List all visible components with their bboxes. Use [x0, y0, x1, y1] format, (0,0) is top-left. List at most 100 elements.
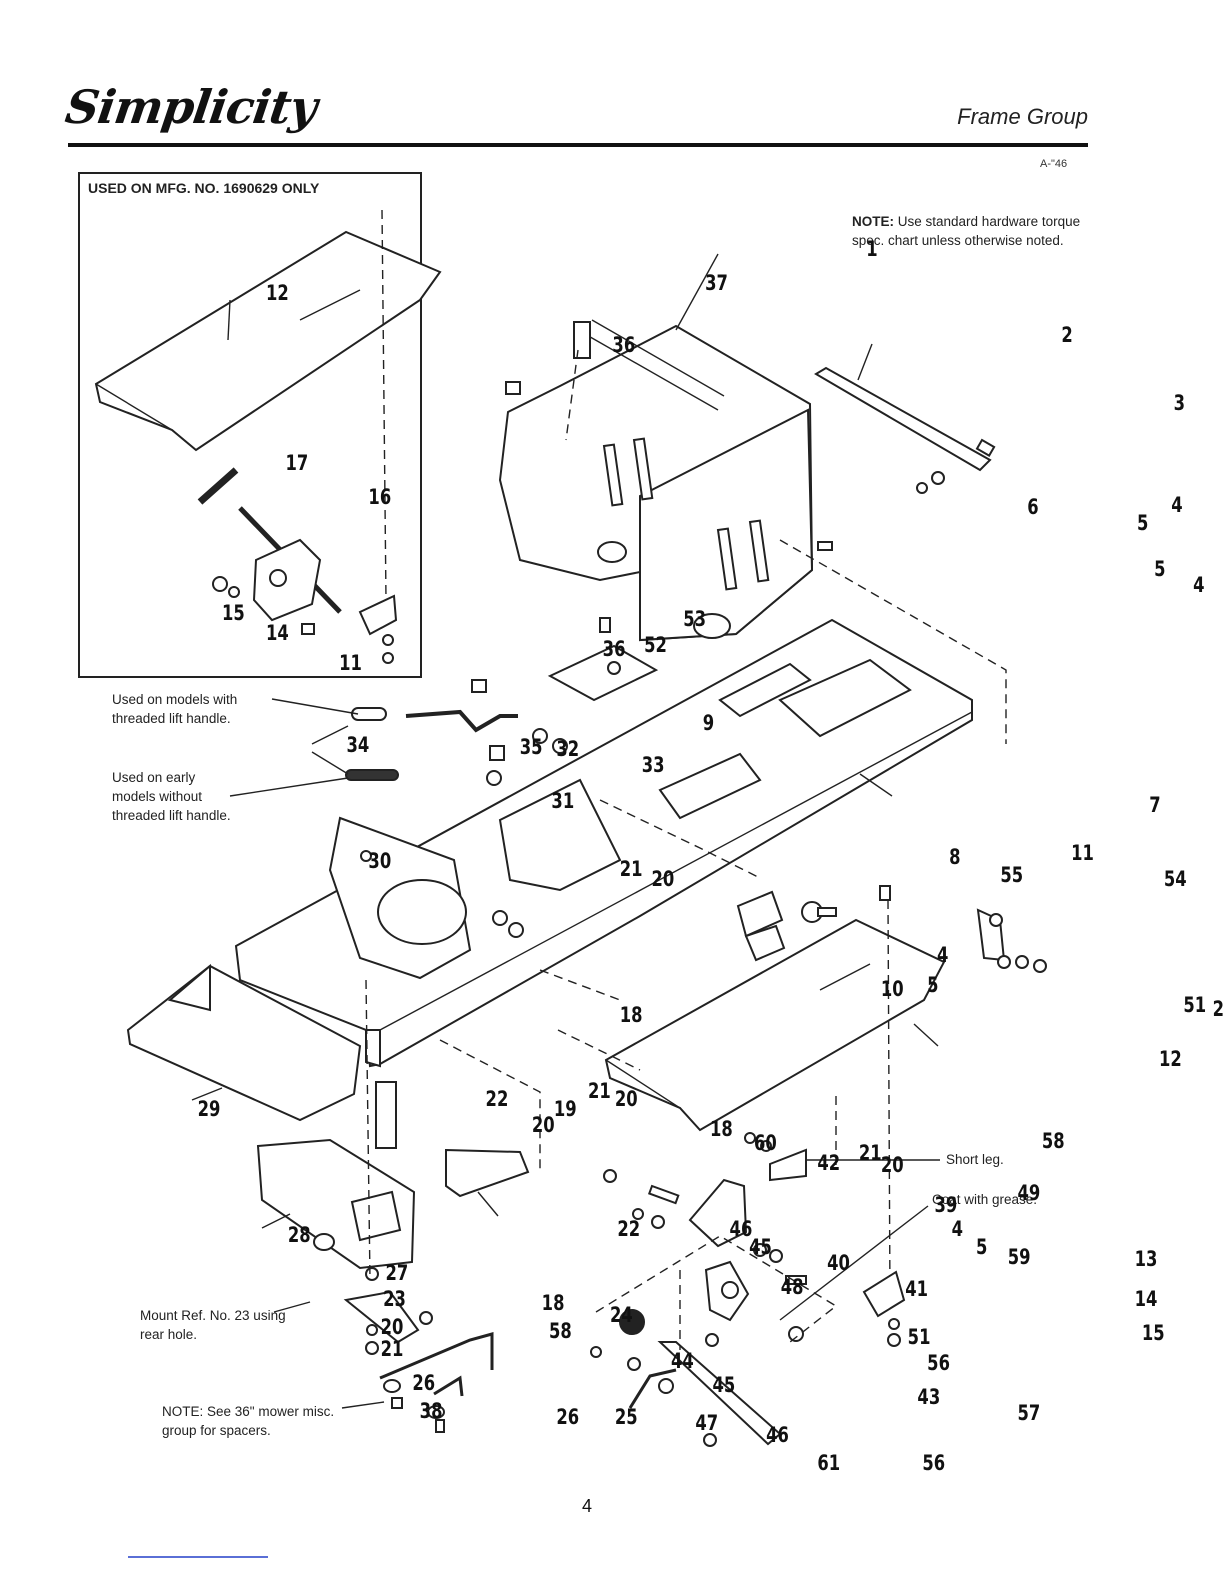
label-44: 44 — [671, 1350, 694, 1373]
torque-note-text: Use standard hardware torque spec. chart… — [852, 214, 1081, 248]
label-32: 32 — [556, 738, 579, 761]
hw-20-21-frame — [492, 910, 524, 938]
label-51: 51 — [1183, 994, 1206, 1017]
inset-box: USED ON MFG. NO. 1690629 ONLY — [78, 172, 422, 678]
coat-grease-note: Coat with grease. — [932, 1192, 1038, 1207]
page-number: 4 — [582, 1496, 593, 1516]
bracket-54 — [976, 908, 1006, 962]
dash-frame-39 — [557, 1029, 641, 1071]
inset-footrest-12 — [94, 230, 442, 452]
label-18-b: 18 — [710, 1118, 733, 1141]
dash-rear-linkage — [595, 1235, 838, 1343]
label-53: 53 — [683, 608, 706, 631]
label-60: 60 — [754, 1132, 777, 1155]
early-models-note: Used on early models without threaded li… — [112, 770, 231, 823]
label-1: 1 — [866, 238, 877, 261]
label-55: 55 — [1000, 864, 1023, 887]
label-54: 54 — [1164, 868, 1187, 891]
label-24: 24 — [610, 1304, 633, 1327]
label-9: 9 — [703, 712, 714, 735]
washers-9-33 — [532, 728, 568, 754]
leader-2 — [857, 343, 873, 381]
label-33: 33 — [642, 754, 665, 777]
label-20-e: 20 — [881, 1154, 904, 1177]
torque-note: NOTE: Use standard hardware torque spec.… — [852, 212, 1092, 250]
label-10: 10 — [881, 978, 904, 1001]
part-labels: 1 2 3 4 5 6 36 37 5 4 53 52 36 9 33 32 3… — [198, 238, 1224, 1475]
bolt-32 — [489, 745, 505, 761]
label-4: 4 — [1171, 494, 1182, 517]
label-5-d: 5 — [976, 1236, 987, 1259]
label-31: 31 — [551, 790, 574, 813]
rod-25 — [433, 1375, 464, 1397]
dash-seat-frame — [779, 539, 1007, 744]
arm-41 — [704, 1260, 750, 1322]
label-8: 8 — [949, 846, 960, 869]
short-leg-note: Short leg. — [946, 1152, 1004, 1167]
label-28: 28 — [288, 1224, 311, 1247]
lift-arm-43 — [657, 1341, 782, 1446]
label-59: 59 — [1008, 1246, 1031, 1269]
label-21-e: 21 — [381, 1338, 404, 1361]
page-title: Frame Group — [957, 104, 1088, 129]
inset-small-hardware — [212, 576, 398, 664]
threaded-handle-note: Used on models with threaded lift handle… — [112, 692, 238, 726]
label-34: 34 — [346, 734, 369, 757]
leader-12 — [913, 1023, 939, 1047]
link-47 — [628, 1368, 677, 1409]
label-43: 43 — [917, 1386, 940, 1409]
bracket-22-left — [375, 1081, 397, 1149]
mower-spacers-note: NOTE: See 36" mower misc. group for spac… — [162, 1404, 335, 1438]
dash-left-vertical — [365, 979, 371, 1281]
leader-29 — [191, 1087, 223, 1101]
label-37: 37 — [705, 272, 728, 295]
label-15: 15 — [1142, 1322, 1165, 1345]
label-5: 5 — [1137, 512, 1148, 535]
label-41: 41 — [905, 1278, 928, 1301]
label-20: 20 — [651, 868, 674, 891]
dash-left-22 — [439, 1039, 541, 1170]
inset-title: USED ON MFG. NO. 1690629 ONLY — [88, 180, 320, 196]
inset-dashed-line — [381, 209, 387, 601]
washer-nut-4-5-top — [916, 471, 945, 494]
washer-30 — [360, 850, 372, 862]
label-27: 27 — [386, 1262, 409, 1285]
label-46-a: 46 — [730, 1218, 753, 1241]
label-3: 3 — [1174, 392, 1185, 415]
label-56-a: 56 — [927, 1352, 950, 1375]
label-11-inset: 11 — [339, 652, 362, 675]
leader-28 — [261, 1213, 291, 1229]
label-36-mid: 36 — [603, 638, 626, 661]
label-4-c: 4 — [937, 944, 948, 967]
dash-frame-8 — [599, 799, 761, 879]
rod-24 — [379, 1332, 494, 1380]
label-13: 13 — [1135, 1248, 1158, 1271]
label-14: 14 — [1135, 1288, 1158, 1311]
label-45-b: 45 — [712, 1374, 735, 1397]
left-hardware — [365, 1267, 445, 1433]
leader-7 — [859, 773, 893, 797]
label-45-a: 45 — [749, 1236, 772, 1259]
label-30: 30 — [368, 850, 391, 873]
bolt-3 — [975, 438, 996, 458]
label-20-f: 20 — [381, 1316, 404, 1339]
bracket-39 — [688, 1178, 748, 1248]
label-61: 61 — [817, 1452, 840, 1475]
bracket-13 — [862, 1270, 906, 1318]
label-47: 47 — [695, 1412, 718, 1435]
bushing-48 — [619, 1309, 645, 1335]
inset-bracket-16 — [252, 538, 322, 622]
bottom-link-bar[interactable] — [128, 1556, 268, 1558]
label-5-b: 5 — [1154, 558, 1165, 581]
bolt-11 — [879, 885, 891, 901]
footrest-12 — [604, 918, 946, 1132]
hw-51-20-21 — [997, 955, 1047, 973]
nut-31 — [486, 770, 502, 786]
label-11: 11 — [1071, 842, 1094, 865]
label-21: 21 — [620, 858, 643, 881]
label-23: 23 — [383, 1288, 406, 1311]
seat-support-1 — [498, 319, 814, 642]
label-56-b: 56 — [922, 1452, 945, 1475]
bolt-53 — [599, 617, 611, 633]
lever-23 — [343, 1290, 420, 1344]
